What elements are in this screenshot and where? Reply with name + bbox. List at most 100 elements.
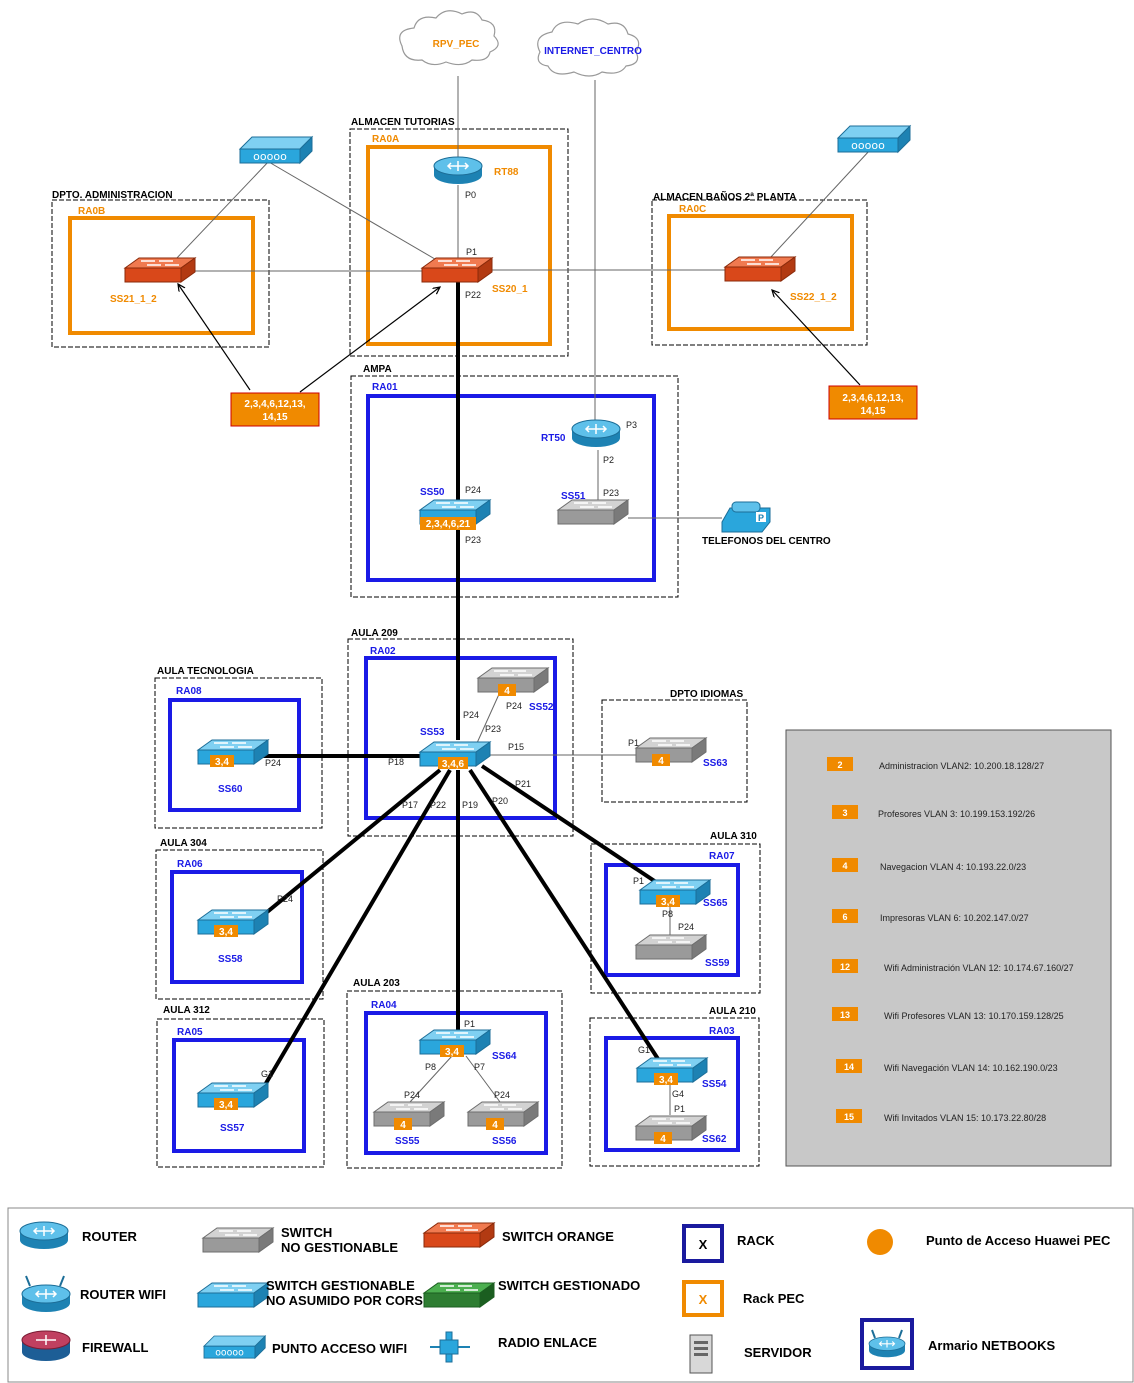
port-label: P1	[628, 738, 639, 748]
key-rack-icon: X	[682, 1224, 724, 1263]
internet-centro-label: INTERNET_CENTRO	[544, 46, 642, 57]
vlan-tag	[210, 755, 234, 767]
rack-ra0b	[68, 216, 255, 335]
rack-label: RA03	[709, 1026, 735, 1037]
svg-text:14,15: 14,15	[860, 406, 885, 417]
room-label: AULA 310	[710, 831, 757, 842]
device-label: SS62	[702, 1134, 727, 1145]
vlan-legend-text: Wifi Invitados VLAN 15: 10.173.22.80/28	[884, 1113, 1046, 1123]
port-label: P24	[465, 485, 481, 495]
vlan-legend-text: Wifi Administración VLAN 12: 10.174.67.1…	[884, 963, 1074, 973]
key-switch-orange-icon	[423, 1222, 495, 1248]
vlan-legend-swatch	[832, 805, 858, 819]
key-radio-enlace-icon	[430, 1331, 470, 1363]
wifi-ap-banos[interactable]	[837, 125, 911, 153]
key-wifi-ap-icon	[203, 1335, 266, 1359]
port-label: P2	[603, 455, 614, 465]
key-router-icon	[19, 1221, 69, 1250]
port-label: P24	[678, 922, 694, 932]
rack-ra03	[604, 1036, 740, 1152]
internet-cloud: INTERNET_CENTRO	[537, 18, 642, 77]
vlan-legend-number: 6	[842, 912, 847, 922]
room-label: ALMACEN BAÑOS 2ª PLANTA	[653, 190, 797, 203]
room-aula-304	[155, 849, 324, 1000]
device-label: SS51	[561, 491, 586, 502]
device-label: SS54	[702, 1079, 727, 1090]
key-label: SWITCH GESTIONABLE	[266, 1278, 415, 1293]
vlan-legend-swatch	[827, 757, 853, 771]
device-label: SS21_1_2	[110, 294, 157, 305]
vlan-trunk-tag-right: 2,3,4,6,12,13, 14,15	[828, 385, 918, 420]
device-label: SS56	[492, 1136, 517, 1147]
room-aula-tecnologia	[154, 677, 323, 829]
device-label: SS63	[703, 758, 728, 769]
key-label: Rack PEC	[743, 1291, 805, 1306]
room-label: AULA 312	[163, 1005, 210, 1016]
vlan-tag	[214, 925, 238, 937]
vlan-tag-text: 3,4	[445, 1047, 459, 1058]
switch-ss59[interactable]	[635, 934, 707, 960]
svg-text:2,3,4,6,12,13,: 2,3,4,6,12,13,	[842, 393, 903, 404]
key-label: NO ASUMIDO POR CORS	[266, 1293, 423, 1308]
vlan-legend-number: 13	[840, 1010, 850, 1020]
vlan-tag	[438, 757, 468, 769]
room-label: DPTO. ADMINISTRACION	[52, 190, 173, 201]
port-label: G4	[672, 1089, 684, 1099]
svg-text:2,3,4,6,12,13,: 2,3,4,6,12,13,	[244, 399, 305, 410]
wifi-ap-admin[interactable]	[239, 136, 313, 164]
rack-label: RA07	[709, 851, 735, 862]
device-label: SS58	[218, 954, 243, 965]
switch-ss63[interactable]	[635, 737, 707, 763]
room-label: AULA 304	[160, 838, 207, 849]
icon-key	[7, 1207, 1134, 1383]
key-switch-ng-icon	[202, 1227, 274, 1253]
router-rt50[interactable]	[571, 419, 621, 448]
port-label: P20	[492, 796, 508, 806]
vlan-legend-text: Impresoras VLAN 6: 10.202.147.0/27	[880, 913, 1029, 923]
device-label: SS59	[705, 958, 730, 969]
port-label: P1	[466, 247, 477, 257]
port-label: P17	[402, 800, 418, 810]
ip-phone-icon: P	[721, 501, 771, 533]
key-server-icon	[689, 1334, 713, 1374]
vlan-tag	[654, 1132, 672, 1144]
switch-ss20[interactable]	[421, 257, 493, 283]
switch-ss21[interactable]	[124, 257, 196, 283]
key-switch-gna-icon	[197, 1282, 269, 1308]
port-label: P19	[462, 800, 478, 810]
room-aula-210	[589, 1017, 760, 1167]
rack-label: RA05	[177, 1027, 203, 1038]
svg-text:P: P	[758, 513, 764, 523]
port-label: P23	[465, 535, 481, 545]
rack-ra06	[170, 870, 304, 984]
key-label: FIREWALL	[82, 1340, 148, 1355]
rack-label: RA04	[371, 1000, 397, 1011]
room-dpto-idiomas	[601, 699, 748, 803]
rack-label: RA0A	[372, 134, 399, 145]
rack-label: RA01	[372, 382, 398, 393]
vlan-tag-text: 3,4	[659, 1075, 673, 1086]
vlan-legend-number: 3	[842, 808, 847, 818]
device-label: SS65	[703, 898, 728, 909]
device-label: SS60	[218, 784, 243, 795]
switch-ss22[interactable]	[724, 256, 796, 282]
port-label: P24	[265, 758, 281, 768]
port-label: P24	[404, 1090, 420, 1100]
key-label: ROUTER	[82, 1229, 138, 1244]
vlan-tag-text: 4	[492, 1120, 498, 1131]
room-label: AULA TECNOLOGIA	[157, 666, 254, 677]
rack-ra05	[172, 1038, 306, 1153]
vlan-tag-text: 3,4	[219, 1100, 233, 1111]
key-armario-netbooks-icon	[860, 1318, 914, 1370]
room-label: AULA 210	[709, 1006, 756, 1017]
key-label: PUNTO ACCESO WIFI	[272, 1341, 407, 1356]
vlan-legend-swatch	[836, 1059, 862, 1073]
vlan-legend-swatch	[832, 858, 858, 872]
port-label: P21	[515, 779, 531, 789]
vlan-tag	[420, 517, 476, 530]
router-rt88[interactable]	[433, 156, 483, 185]
switch-ss51[interactable]	[557, 499, 629, 525]
vlan-tag-text: 3,4	[215, 757, 229, 768]
port-label: P3	[626, 420, 637, 430]
